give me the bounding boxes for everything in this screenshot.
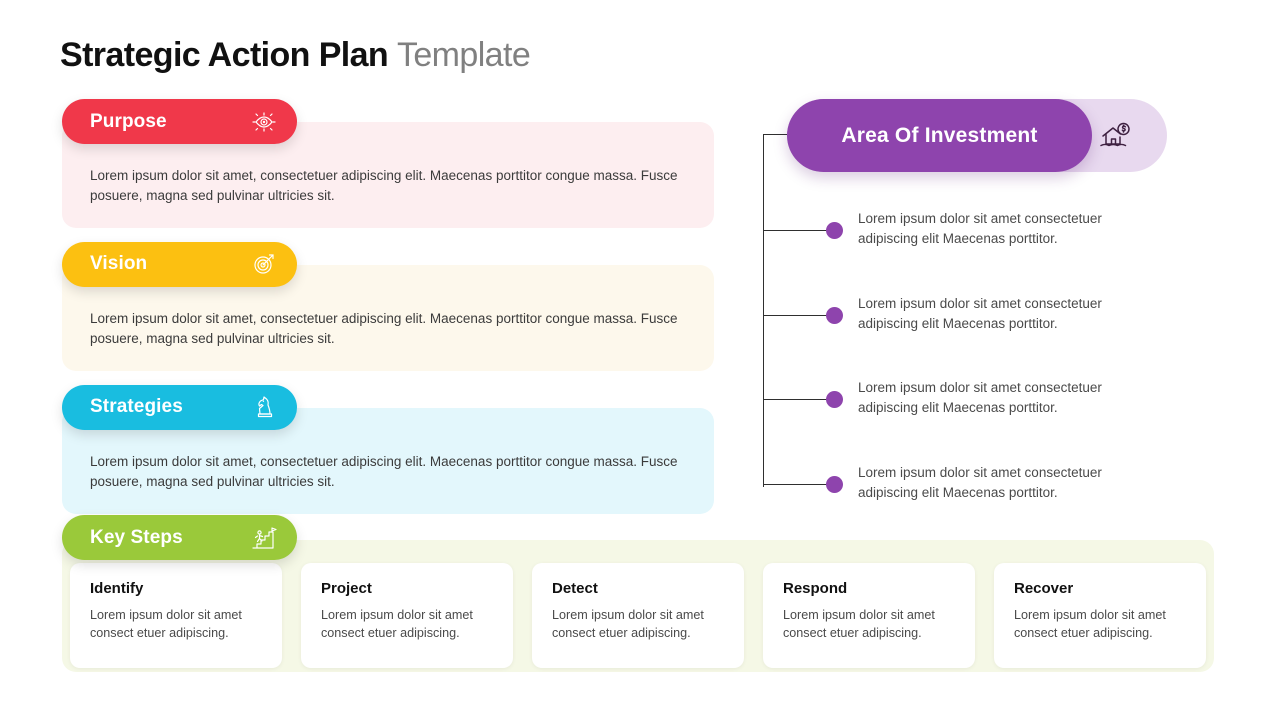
page-title-main: Strategic Action Plan xyxy=(60,36,389,74)
pill-area-of-investment-label: Area Of Investment xyxy=(841,123,1038,147)
panel-vision-text: Lorem ipsum dolor sit amet, consectetuer… xyxy=(90,310,678,346)
list-item-text: Lorem ipsum dolor sit amet consectetuer … xyxy=(858,296,1102,332)
list-item-text: Lorem ipsum dolor sit amet consectetuer … xyxy=(858,211,1102,247)
pill-key-steps-label: Key Steps xyxy=(90,526,183,548)
list-item-text: Lorem ipsum dolor sit amet consectetuer … xyxy=(858,380,1102,416)
list-item[interactable]: Lorem ipsum dolor sit amet consectetuer … xyxy=(762,378,1182,424)
pill-strategies-label: Strategies xyxy=(90,396,183,418)
target-icon xyxy=(251,251,277,277)
area-of-investment-header: Area Of Investment xyxy=(787,99,1167,172)
step-card-text: Lorem ipsum dolor sit amet consect etuer… xyxy=(321,608,473,641)
step-card[interactable]: Respond Lorem ipsum dolor sit amet conse… xyxy=(763,563,975,668)
block-purpose: Purpose Lorem ipsum dolor sit amet, cons… xyxy=(62,99,714,228)
pill-strategies[interactable]: Strategies xyxy=(62,384,297,430)
pill-vision[interactable]: Vision xyxy=(62,241,297,287)
area-of-investment-section: Area Of Investment Lorem ipsum dolor sit… xyxy=(762,99,1182,519)
list-item-text: Lorem ipsum dolor sit amet consectetuer … xyxy=(858,465,1102,501)
step-card-text: Lorem ipsum dolor sit amet consect etuer… xyxy=(90,608,242,641)
tree-branch xyxy=(763,230,836,232)
chess-knight-icon xyxy=(251,394,277,420)
page-title-accent: Template xyxy=(396,36,531,74)
step-card-title: Detect xyxy=(552,580,598,597)
step-card-title: Respond xyxy=(783,580,848,597)
tree-branch xyxy=(763,484,836,486)
step-card[interactable]: Project Lorem ipsum dolor sit amet conse… xyxy=(301,563,513,668)
tree-branch xyxy=(763,315,836,317)
pill-purpose[interactable]: Purpose xyxy=(62,99,297,144)
key-steps-header: Key Steps xyxy=(62,515,297,560)
step-card[interactable]: Detect Lorem ipsum dolor sit amet consec… xyxy=(532,563,744,668)
step-card-text: Lorem ipsum dolor sit amet consect etuer… xyxy=(552,608,704,641)
step-card[interactable]: Identify Lorem ipsum dolor sit amet cons… xyxy=(70,563,282,668)
page-title: Strategic Action Plan Template xyxy=(60,36,531,75)
block-vision: Vision Lorem ipsum dolor sit amet, conse… xyxy=(62,241,714,371)
bullet-dot xyxy=(826,222,843,239)
house-money-icon xyxy=(1097,117,1135,155)
step-card-title: Project xyxy=(321,580,372,597)
step-card-title: Recover xyxy=(1014,580,1074,597)
panel-strategies-text: Lorem ipsum dolor sit amet, consectetuer… xyxy=(90,453,678,489)
panel-purpose: Lorem ipsum dolor sit amet, consectetuer… xyxy=(62,122,714,228)
list-item[interactable]: Lorem ipsum dolor sit amet consectetuer … xyxy=(762,463,1182,509)
list-item[interactable]: Lorem ipsum dolor sit amet consectetuer … xyxy=(762,209,1182,255)
pill-vision-label: Vision xyxy=(90,253,148,275)
pill-area-of-investment[interactable]: Area Of Investment xyxy=(787,99,1092,172)
stairs-climb-icon xyxy=(251,525,277,551)
pill-purpose-label: Purpose xyxy=(90,110,167,132)
step-card-text: Lorem ipsum dolor sit amet consect etuer… xyxy=(783,608,935,641)
bullet-dot xyxy=(826,391,843,408)
step-card-text: Lorem ipsum dolor sit amet consect etuer… xyxy=(1014,608,1166,641)
list-item[interactable]: Lorem ipsum dolor sit amet consectetuer … xyxy=(762,294,1182,340)
bullet-dot xyxy=(826,307,843,324)
block-strategies: Strategies Lorem ipsum dolor sit amet, c… xyxy=(62,384,714,514)
bullet-dot xyxy=(826,476,843,493)
tree-branch xyxy=(763,399,836,401)
step-card-title: Identify xyxy=(90,580,144,597)
pill-key-steps[interactable]: Key Steps xyxy=(62,515,297,560)
key-steps-cards: Identify Lorem ipsum dolor sit amet cons… xyxy=(70,563,1206,668)
eye-icon xyxy=(251,109,277,135)
left-column: Purpose Lorem ipsum dolor sit amet, cons… xyxy=(62,99,714,528)
step-card[interactable]: Recover Lorem ipsum dolor sit amet conse… xyxy=(994,563,1206,668)
tree-vertical-line xyxy=(763,135,765,487)
panel-purpose-text: Lorem ipsum dolor sit amet, consectetuer… xyxy=(90,168,678,203)
